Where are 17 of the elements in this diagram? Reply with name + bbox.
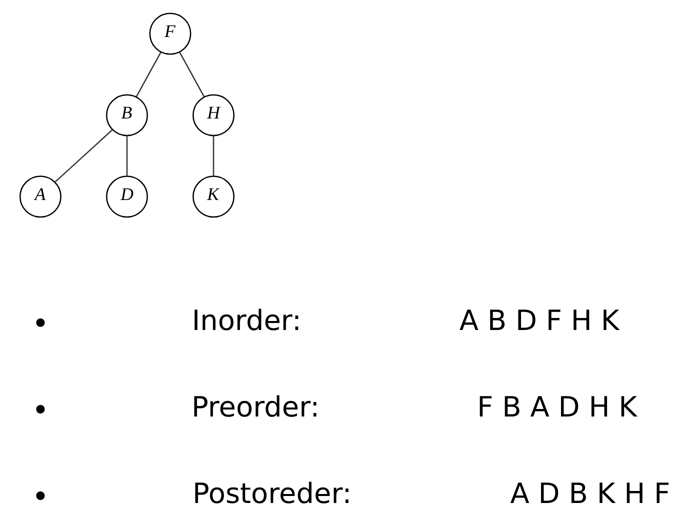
- connector: [212, 136, 214, 176]
- connector: [126, 136, 128, 176]
- node-circle: F: [149, 12, 192, 55]
- label: Postoreder:: [192, 476, 352, 510]
- node-circle: H: [192, 94, 235, 136]
- label: A D B K H F: [510, 476, 670, 510]
- node-circle: D: [106, 176, 148, 218]
- connector: [54, 129, 113, 183]
- label: Preorder:: [191, 390, 320, 424]
- label: A B D F H K: [459, 304, 620, 337]
- label: F B A D H K: [477, 390, 638, 424]
- node-circle: K: [192, 176, 235, 218]
- node-circle: B: [106, 94, 148, 136]
- connector: [136, 52, 162, 98]
- node-circle: A: [19, 176, 62, 218]
- label: Inorder:: [192, 304, 302, 337]
- connector: [179, 52, 205, 98]
